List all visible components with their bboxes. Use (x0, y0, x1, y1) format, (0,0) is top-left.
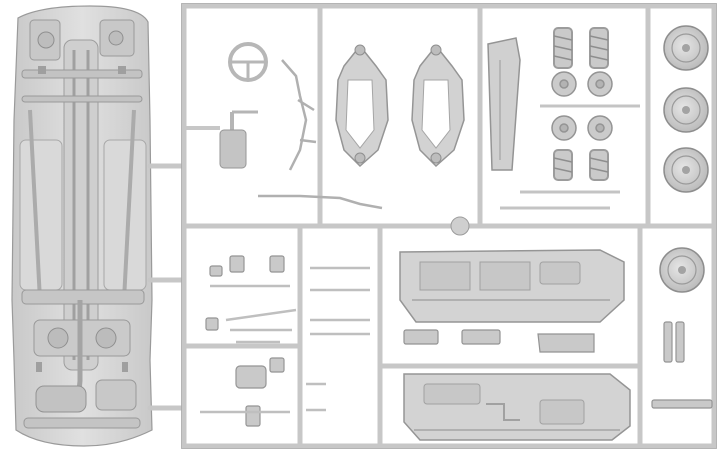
car-underbody-chassis (11, 5, 153, 447)
door-panel-lower (403, 373, 631, 441)
steering-wheel (228, 42, 268, 82)
door-panel-upper (399, 249, 625, 323)
rear-spoiler (487, 37, 521, 171)
brake-lines (258, 59, 383, 210)
rear-lights-strip (403, 329, 595, 353)
suspension-subframe-right (411, 44, 465, 168)
wheel-rim (659, 25, 709, 293)
suspension-subframe-left (335, 44, 389, 168)
strut-runners (500, 104, 640, 210)
sprue-gate-hub (450, 216, 470, 236)
sprue-frame-outline (181, 3, 717, 449)
coil-spring-strut (553, 27, 609, 181)
exhaust-muffler (184, 110, 258, 169)
lower-left-runners (200, 266, 370, 414)
brake-disc (551, 71, 613, 141)
sprue-frame (147, 3, 717, 449)
right-side-bars (651, 321, 713, 409)
